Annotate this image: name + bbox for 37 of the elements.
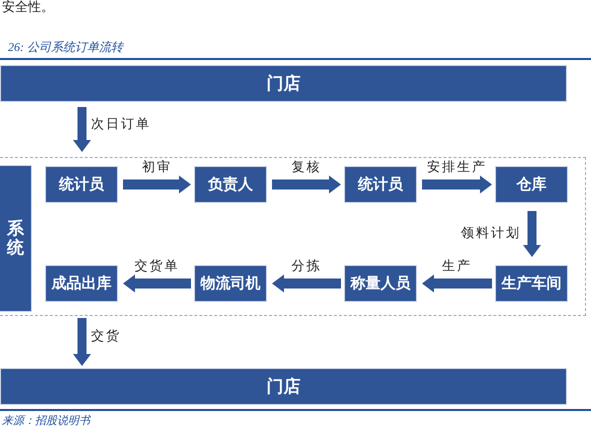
block-arrow [123, 176, 191, 194]
box-label: 生产车间 [502, 276, 562, 291]
edge-label: 分拣 [290, 258, 322, 274]
block-arrow [73, 318, 91, 366]
process-box [344, 265, 417, 302]
process-box [495, 265, 568, 302]
block-arrow [123, 274, 191, 292]
figure-title: 26: 公司系统订单流转 [8, 39, 123, 56]
block-arrow [422, 176, 492, 194]
block-arrow [272, 176, 341, 194]
source-note: 来源：招股说明书 [2, 414, 90, 429]
process-box [194, 265, 267, 302]
process-box [45, 265, 118, 302]
box-label: 统计员 [358, 177, 403, 192]
block-arrow [523, 211, 541, 257]
process-box [45, 166, 118, 203]
block-arrow [272, 274, 341, 292]
box-label: 成品出库 [52, 276, 112, 291]
box-label: 负责人 [208, 177, 253, 192]
edge-label: 复核 [290, 158, 322, 174]
box-label: 门店 [266, 75, 300, 92]
banner-bar [0, 65, 567, 102]
box-label: 门店 [266, 378, 300, 395]
system-box [0, 165, 32, 312]
process-box [194, 166, 267, 203]
box-label: 系统 [7, 220, 24, 258]
body-text: 安全性。 [2, 0, 54, 14]
block-arrow [73, 107, 91, 152]
box-label: 仓库 [516, 177, 546, 192]
process-box [495, 166, 568, 203]
banner-bar [0, 368, 567, 405]
block-arrow [422, 274, 492, 292]
box-label: 统计员 [59, 177, 104, 192]
process-box [344, 166, 417, 203]
box-label: 称量人员 [350, 276, 410, 291]
edge-label: 交货 [90, 328, 122, 344]
box-label: 物流司机 [200, 276, 260, 291]
